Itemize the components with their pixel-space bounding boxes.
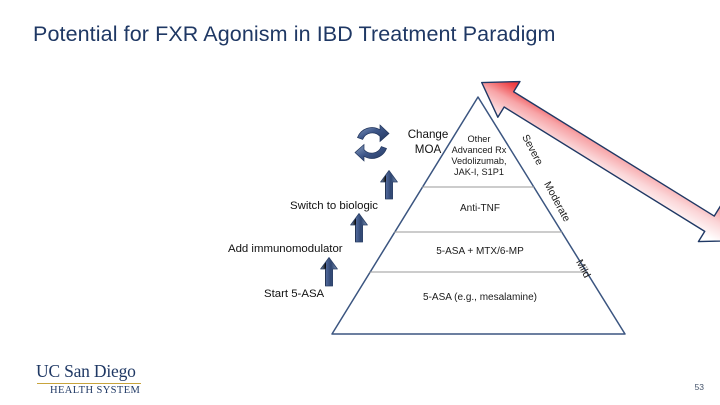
step-label-change-moa: Change MOA — [399, 127, 457, 157]
severity-gradient-arrow — [481, 80, 720, 243]
tier-top-line-4: JAK-I, S1P1 — [453, 166, 505, 177]
up-arrow-icon — [350, 213, 368, 243]
logo-line-2: HEALTH SYSTEM — [50, 385, 141, 397]
tier-label-top: Other Advanced Rx Vedolizumab, JAK-I, S1… — [438, 134, 520, 177]
tier-top-line-3: Vedolizumab, — [451, 155, 507, 166]
change-moa-line-1: Change — [407, 128, 449, 141]
ucsd-health-logo: UC San Diego HEALTH SYSTEM — [36, 361, 141, 397]
step-label-add-immunomodulator: Add immunomodulator — [228, 243, 343, 255]
tier-label-second: Anti-TNF — [460, 203, 500, 214]
pyramid-outline — [331, 96, 626, 335]
up-arrow-icon — [380, 170, 398, 200]
logo-line-1: UC San Diego — [36, 361, 136, 381]
tier-label-third: 5-ASA + MTX/6-MP — [436, 246, 524, 257]
tier-top-line-1: Other — [467, 134, 491, 144]
tier-top-line-2: Advanced Rx — [451, 144, 507, 155]
step-label-start-5asa: Start 5-ASA — [264, 288, 325, 300]
logo-rule — [37, 382, 141, 385]
page-number: 53 — [694, 382, 704, 392]
step-label-switch-biologic: Switch to biologic — [290, 200, 379, 212]
up-arrow-icon — [320, 257, 338, 287]
tier-label-base: 5-ASA (e.g., mesalamine) — [423, 292, 537, 303]
cycle-arrows-icon — [354, 124, 390, 162]
page-title: Potential for FXR Agonism in IBD Treatme… — [33, 22, 556, 46]
change-moa-line-2: MOA — [414, 143, 442, 157]
